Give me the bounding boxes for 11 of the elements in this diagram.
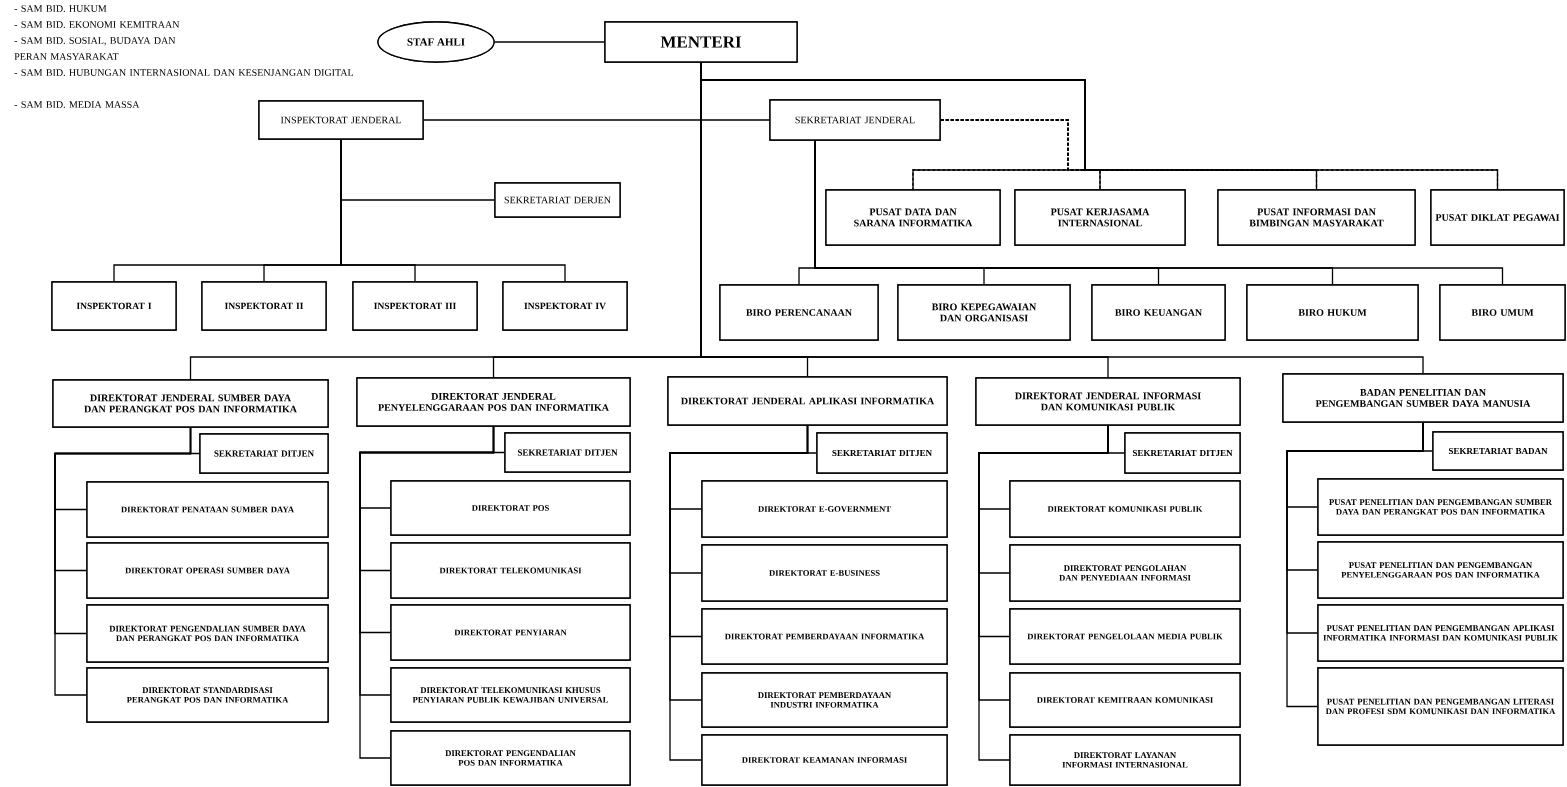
connector-line [669,425,809,761]
list-item: - SAM BID. MEDIA MASSA [14,101,140,108]
list-item: - SAM BID. HUBUNGAN INTERNASIONAL DAN KESENJANGAN DIGITAL [14,69,353,76]
connector-line [494,41,605,43]
connector-line [340,139,566,282]
connector-line [54,427,192,696]
connector-line [359,426,495,759]
list-item: - SAM BID. HUKUM [14,5,107,12]
list-item: - SAM BID. SOSIAL, BUDAYA DAN PERAN MASYARAKAT [14,37,176,60]
connector-line [940,119,1499,190]
list-item: - SAM BID. EKONOMI KEMITRAAN [14,21,180,28]
